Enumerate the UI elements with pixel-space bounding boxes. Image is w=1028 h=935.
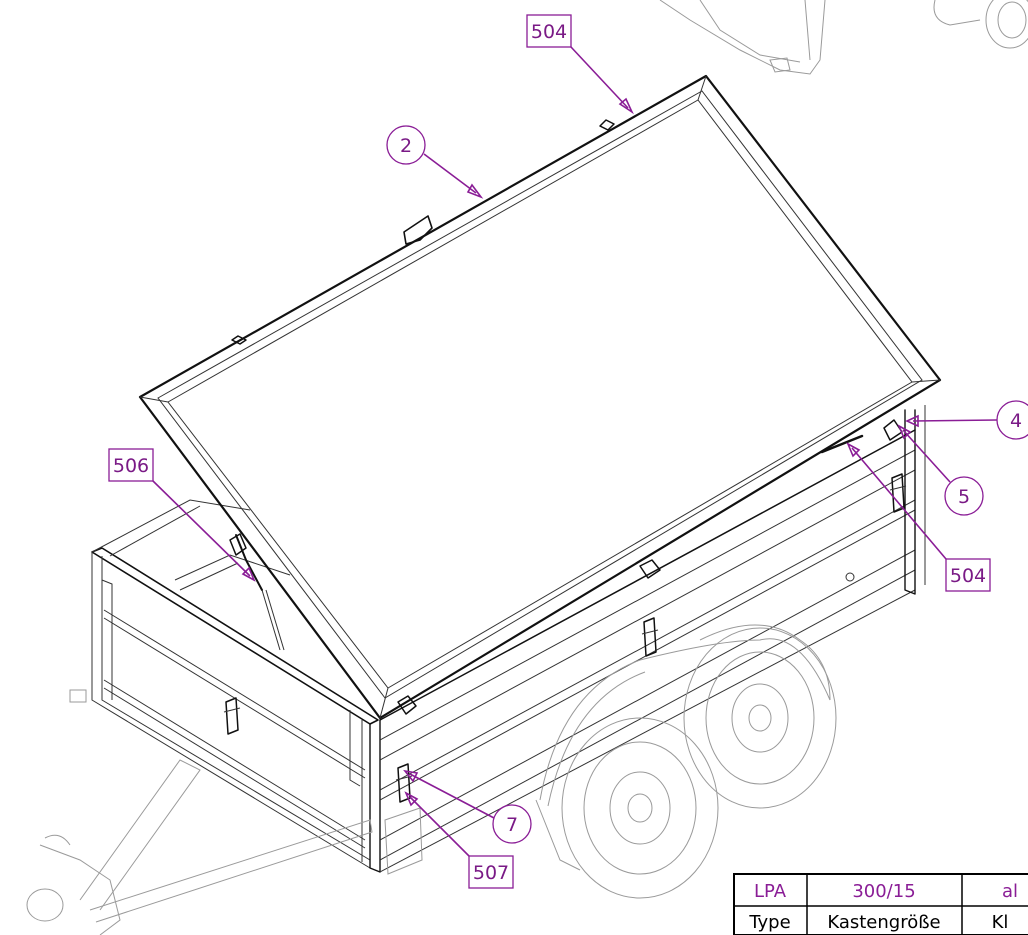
- wheels: [535, 624, 837, 899]
- callout-5: 5: [897, 424, 984, 516]
- background-detail-view: [659, 0, 1028, 75]
- callout-4: 4: [905, 400, 1028, 440]
- callout-4-label: 4: [1010, 410, 1022, 432]
- callout-506-label: 506: [113, 455, 149, 477]
- title-block-type-header: Type: [748, 912, 790, 933]
- trailer-lid: [138, 74, 942, 720]
- title-block-col3-value: al: [1002, 881, 1018, 902]
- trailer-body: [91, 405, 926, 873]
- callout-507: 507: [404, 791, 514, 889]
- drawbar: [26, 689, 423, 935]
- callout-507-label: 507: [473, 862, 509, 884]
- callout-504-right-label: 504: [950, 565, 986, 587]
- callout-504-top: 504: [526, 14, 634, 115]
- callout-7-label: 7: [506, 814, 518, 836]
- callout-5-label: 5: [958, 486, 970, 508]
- callout-504-top-label: 504: [531, 21, 567, 43]
- callout-2: 2: [386, 125, 484, 199]
- title-block-model: LPA: [754, 881, 787, 902]
- callout-504-right: 504: [846, 442, 991, 592]
- title-block-size-header: Kastengröße: [827, 912, 940, 933]
- callout-7: 7: [403, 769, 532, 844]
- callout-506: 506: [108, 448, 256, 582]
- title-block: LPA 300/15 al Type Kastengröße Kl: [733, 873, 1028, 935]
- title-block-size-value: 300/15: [852, 881, 915, 902]
- callout-2-label: 2: [400, 135, 412, 157]
- title-block-col3-header: Kl: [992, 912, 1009, 933]
